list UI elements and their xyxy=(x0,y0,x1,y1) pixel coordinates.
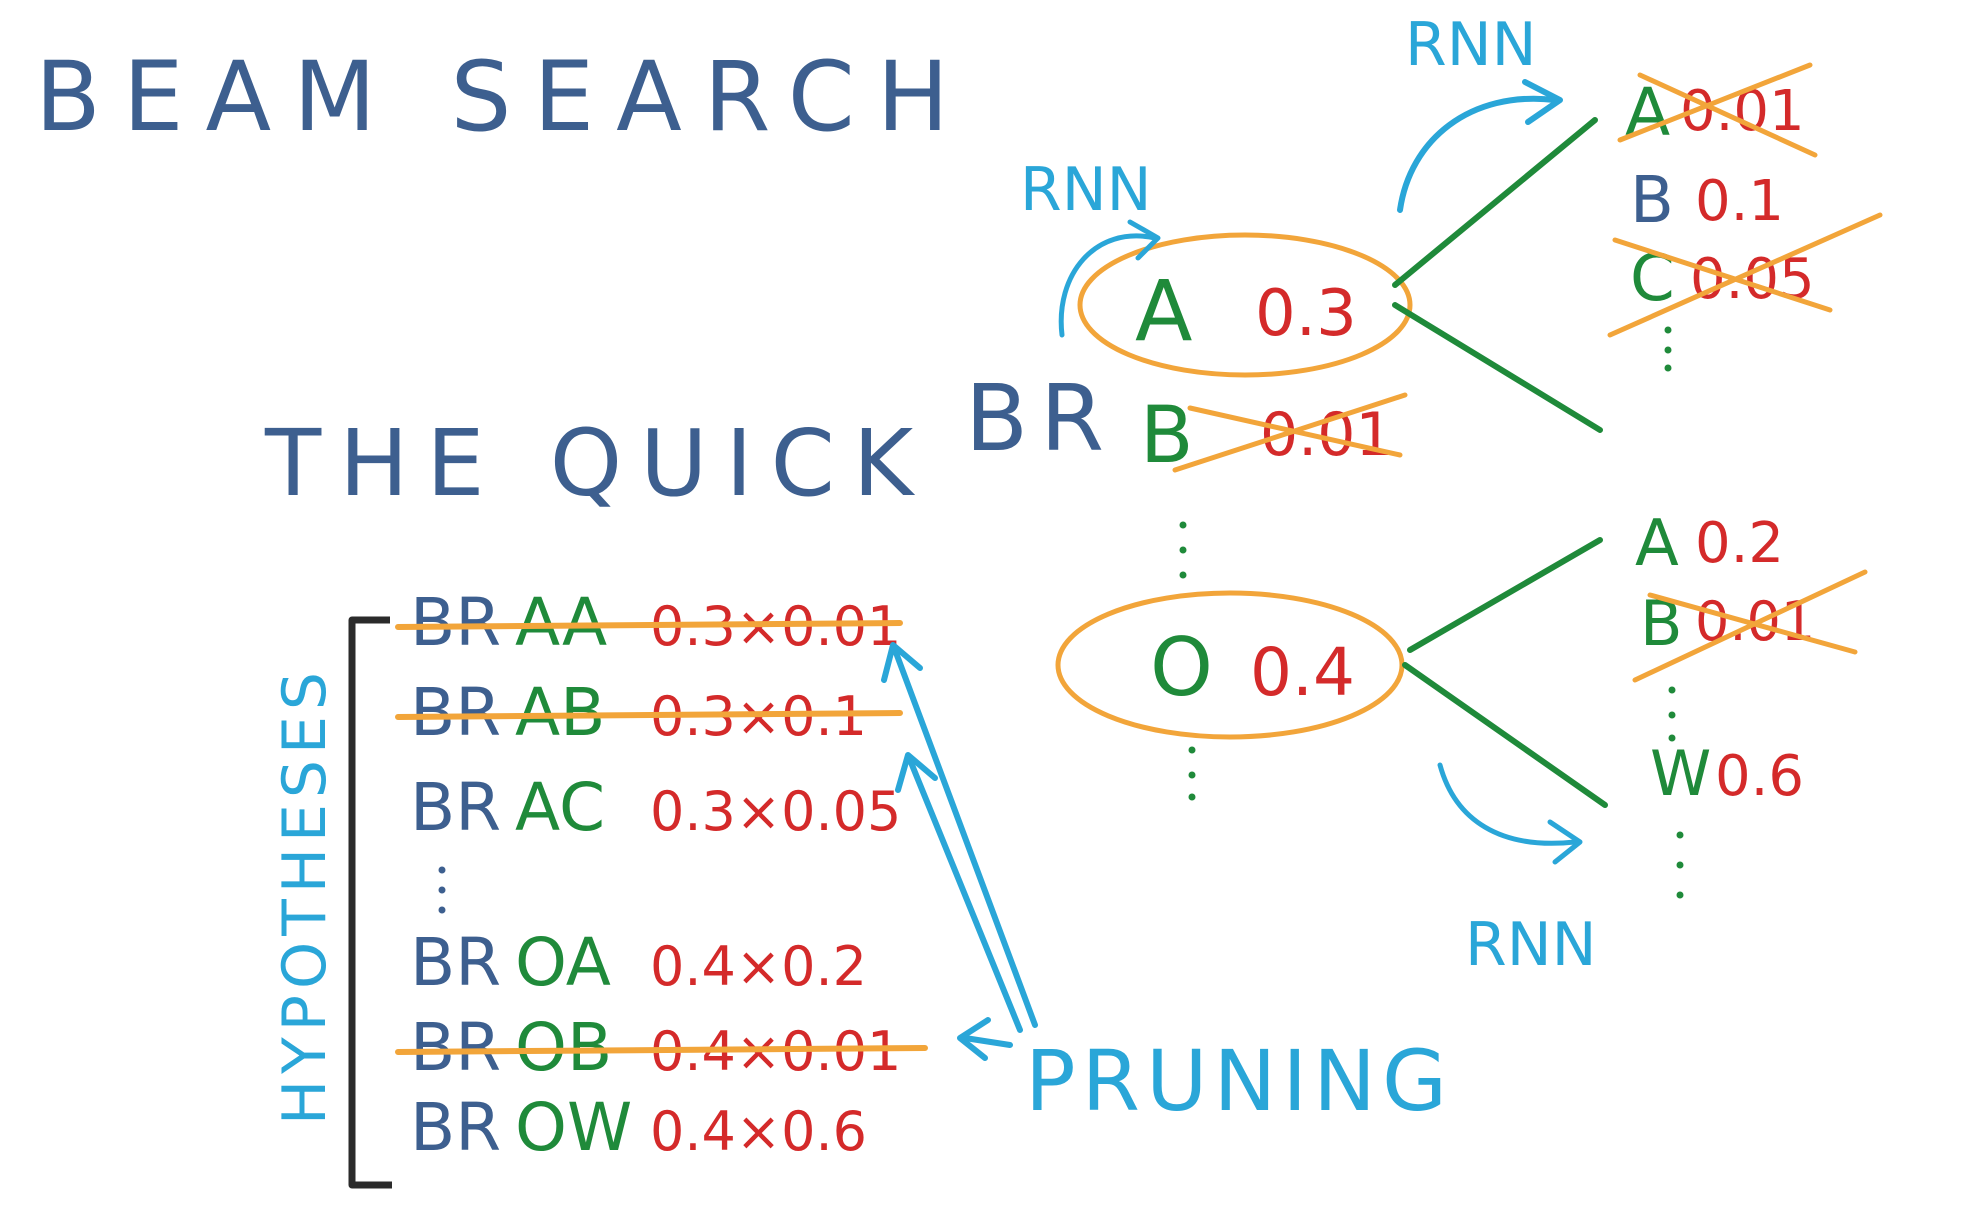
rnn-arrow-mid-head xyxy=(1127,219,1161,261)
pruning-arrows xyxy=(881,642,1038,1061)
rnn-arrow-bottom xyxy=(1437,762,1578,846)
hypothesis-prefix: BR xyxy=(410,674,501,751)
child-a-c-prob: 0.05 xyxy=(1690,247,1815,312)
pruning-label: PRUNING xyxy=(1025,1032,1453,1130)
hypothesis-prefix: BR xyxy=(410,1009,501,1086)
branches-from-o xyxy=(1402,537,1608,808)
hypothesis-score: 0.4×0.2 xyxy=(650,935,867,998)
rnn-label-top: RNN xyxy=(1405,10,1536,80)
rnn-arrow-top-head xyxy=(1522,79,1563,125)
rnn-arrow-bottom-head xyxy=(1547,819,1583,865)
hypothesis-suffix: OA xyxy=(515,924,611,1001)
child-a-a-cross xyxy=(1617,62,1818,158)
prompt-prefix: THE QUICK xyxy=(264,410,931,517)
child-o-a-letter: A xyxy=(1635,507,1679,581)
hypothesis-strikethrough xyxy=(395,1045,928,1055)
hypothesis-prefix: BR xyxy=(410,1089,501,1166)
rnn-arrow-top xyxy=(1397,95,1558,213)
ellipsis-dots-below-o xyxy=(1188,746,1196,801)
hypotheses-bracket xyxy=(348,616,392,1189)
hypothesis-prefix: BR xyxy=(410,769,501,846)
hypotheses-vertical-label: HYPOTHESES xyxy=(270,666,340,1125)
child-a-c-cross xyxy=(1607,212,1883,338)
hypothesis-strikethrough xyxy=(395,620,903,630)
ellipsis-dots-children-o-mid xyxy=(1668,686,1676,742)
node-b-cross xyxy=(1172,392,1408,473)
hypothesis-prefix: BR xyxy=(410,584,501,661)
prompt-current: BR xyxy=(965,365,1116,472)
hypothesis-suffix: AC xyxy=(515,769,605,846)
hypothesis-prefix: BR xyxy=(410,924,501,1001)
child-a-b-letter: B xyxy=(1630,164,1674,238)
rnn-label-mid: RNN xyxy=(1020,155,1151,225)
kept-node-a-ellipse xyxy=(1077,232,1413,378)
rnn-arrow-mid xyxy=(1058,233,1158,338)
hypothesis-score: 0.4×0.6 xyxy=(650,1100,867,1163)
ellipsis-dots-children-a xyxy=(1664,326,1672,372)
title: BEAM SEARCH xyxy=(35,41,971,153)
child-o-a-prob: 0.2 xyxy=(1695,511,1784,576)
child-a-b-prob: 0.1 xyxy=(1695,169,1784,234)
node-a-letter: A xyxy=(1135,262,1192,360)
hypotheses-ellipsis-dot xyxy=(438,906,446,914)
hypothesis-strikethrough xyxy=(395,710,903,720)
hypothesis-score: 0.3×0.05 xyxy=(650,780,901,843)
node-o-letter: O xyxy=(1150,621,1213,714)
rnn-label-bottom: RNN xyxy=(1465,910,1596,980)
child-o-w-letter: W xyxy=(1650,737,1711,810)
hypothesis-suffix: OW xyxy=(515,1089,632,1166)
hypotheses-ellipsis-dot xyxy=(438,886,446,894)
child-o-b-cross xyxy=(1632,569,1868,683)
node-o-prob: 0.4 xyxy=(1250,634,1355,711)
hypotheses-ellipsis-dot xyxy=(438,866,446,874)
ellipsis-dots-level1 xyxy=(1179,521,1187,579)
ellipsis-dots-children-o-bottom xyxy=(1676,831,1684,899)
child-o-w-prob: 0.6 xyxy=(1715,744,1804,809)
branches-from-a xyxy=(1392,117,1603,433)
node-a-prob: 0.3 xyxy=(1255,277,1357,351)
